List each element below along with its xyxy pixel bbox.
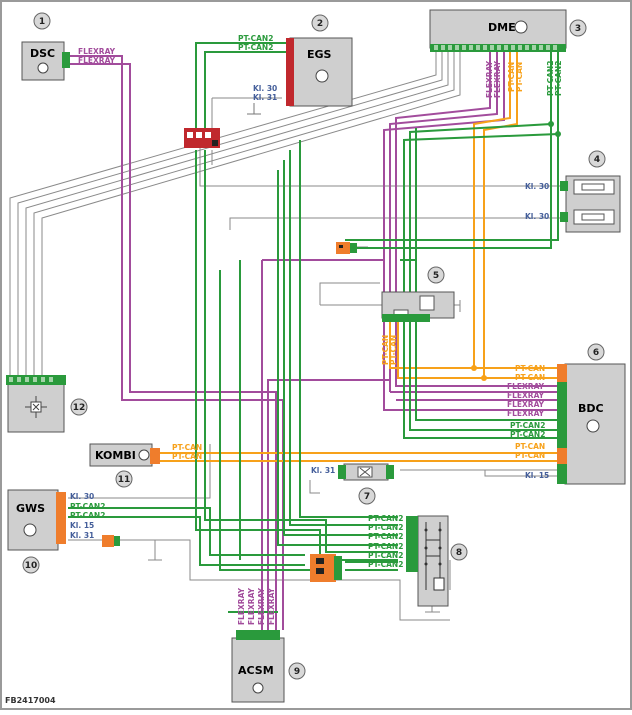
dme-ptcan-label-2: PT-CAN: [515, 62, 524, 92]
fuse-kl30-label-1: Kl. 30: [525, 182, 549, 191]
gws-ptcan2-label-1: PT-CAN2: [70, 502, 105, 511]
figure-id: FB2417004: [5, 696, 56, 705]
egs-ptcan2-label-1: PT-CAN2: [238, 34, 273, 43]
gws-ptcan2-label-2: PT-CAN2: [70, 511, 105, 520]
bdc-ptcan2-label-2: PT-CAN2: [510, 430, 545, 439]
bdc-flexray-label-4: FLEXRAY: [507, 409, 545, 418]
egs-ptcan2-label-2: PT-CAN2: [238, 43, 273, 52]
m8-ptcan2-label-4: PT-CAN2: [368, 542, 403, 551]
dsc-number: 1: [39, 17, 45, 27]
dme-ptcan-label-1: PT-CAN: [507, 62, 516, 92]
egs-label: EGS: [307, 48, 332, 61]
acsm-flexray-label-1: FLEXRAY: [237, 587, 246, 625]
module-5-number: 5: [433, 271, 439, 281]
fuse-box-number: 4: [594, 155, 600, 165]
fuse-kl30-label-2: Kl. 30: [525, 212, 549, 221]
egs-kl31-label: Kl. 31: [253, 93, 277, 102]
module5-ptcan-label-1: PT-CAN: [381, 335, 390, 365]
junction-dots: [471, 121, 561, 381]
bdc-ptcan2-label-1: PT-CAN2: [510, 421, 545, 430]
module-7-number: 7: [364, 492, 370, 502]
kombi-ptcan-label-1: PT-CAN: [172, 443, 202, 452]
egs-module: EGS 2 PT-CAN2 PT-CAN2 Kl. 30 Kl. 31: [238, 14, 353, 115]
bdc-flexray-label-2: FLEXRAY: [507, 391, 545, 400]
grey-wires: [9, 50, 560, 621]
dsc-flexray-label-2: FLEXRAY: [78, 56, 116, 65]
dme-module: DME 3 FLEXRAY FLEXRAY PT-CAN PT-CAN PT-C…: [429, 9, 587, 98]
bdc-ptcan-label-2: PT-CAN: [515, 373, 545, 382]
bdc-ptcan-label-3: PT-CAN: [515, 442, 545, 451]
bdc-ptcan-label-4: PT-CAN: [515, 451, 545, 460]
module5-ptcan-label-2: PT-CAN: [389, 335, 398, 365]
ptcan-wires: [158, 52, 558, 462]
kombi-module: KOMBI 11 PT-CAN PT-CAN: [89, 443, 202, 488]
gws-plug-connector: [102, 535, 120, 547]
acsm-flexray-label-2: FLEXRAY: [247, 587, 256, 625]
module-5: 5 PT-CAN PT-CAN: [381, 266, 455, 365]
kombi-label: KOMBI: [95, 449, 136, 462]
acsm-flexray-label-4: FLEXRAY: [267, 587, 276, 625]
acsm-label: ACSM: [238, 664, 274, 677]
gws-label: GWS: [16, 502, 45, 515]
dme-number: 3: [575, 24, 581, 34]
module-8-number: 8: [456, 548, 462, 558]
dme-flexray-label-1: FLEXRAY: [485, 60, 494, 98]
dsc-module: DSC 1 FLEXRAY FLEXRAY: [21, 12, 116, 81]
bdc-flexray-label-1: FLEXRAY: [507, 382, 545, 391]
bdc-ptcan-label-1: PT-CAN: [515, 364, 545, 373]
kombi-number: 11: [118, 475, 131, 485]
ptcan2-plug-small: [336, 242, 357, 254]
gws-kl31-label: Kl. 31: [70, 531, 94, 540]
egs-number: 2: [317, 19, 323, 29]
acsm-module: ACSM 9 FLEXRAY FLEXRAY FLEXRAY FLEXRAY: [231, 587, 306, 703]
dsc-label: DSC: [30, 47, 55, 60]
module7-kl31-label: Kl. 31: [311, 466, 335, 475]
dme-ptcan2-label-2: PT-CAN2: [554, 61, 563, 96]
bdc-flexray-label-3: FLEXRAY: [507, 400, 545, 409]
kombi-ptcan-label-2: PT-CAN: [172, 452, 202, 461]
dme-ptcan2-label-1: PT-CAN2: [546, 61, 555, 96]
bdc-module: BDC 6 PT-CAN PT-CAN FLEXRAY FLEXRAY FLEX…: [507, 343, 626, 485]
acsm-flexray-label-3: FLEXRAY: [257, 587, 266, 625]
module-8: 8 PT-CAN2 PT-CAN2 PT-CAN2 PT-CAN2 PT-CAN…: [368, 514, 468, 607]
gws-kl30-label: Kl. 30: [70, 492, 94, 501]
module-12: 12: [6, 375, 88, 433]
dme-flexray-label-2: FLEXRAY: [493, 60, 502, 98]
bdc-number: 6: [593, 348, 599, 358]
acsm-plug-connector: [310, 554, 342, 582]
bdc-kl15-label: Kl. 15: [525, 471, 549, 480]
gws-module: GWS 10 Kl. 30 PT-CAN2 PT-CAN2 Kl. 15 Kl.…: [7, 489, 105, 574]
dsc-flexray-label-1: FLEXRAY: [78, 47, 116, 56]
module-12-number: 12: [73, 403, 86, 413]
bdc-label: BDC: [578, 402, 604, 415]
gws-number: 10: [25, 561, 38, 571]
m8-ptcan2-label-3: PT-CAN2: [368, 532, 403, 541]
module-7: 7 Kl. 31: [311, 463, 394, 505]
m8-ptcan2-label-6: PT-CAN2: [368, 560, 403, 569]
ptcan2-wires: [68, 42, 559, 613]
acsm-number: 9: [294, 667, 300, 677]
m8-ptcan2-label-2: PT-CAN2: [368, 523, 403, 532]
gws-kl15-label: Kl. 15: [70, 521, 94, 530]
m8-ptcan2-label-1: PT-CAN2: [368, 514, 403, 523]
m8-ptcan2-label-5: PT-CAN2: [368, 551, 403, 560]
fuse-box: 4 Kl. 30 Kl. 30: [525, 150, 621, 233]
egs-plug-connector: [184, 128, 220, 148]
egs-kl30-label: Kl. 30: [253, 84, 277, 93]
dme-label: DME: [488, 21, 516, 34]
